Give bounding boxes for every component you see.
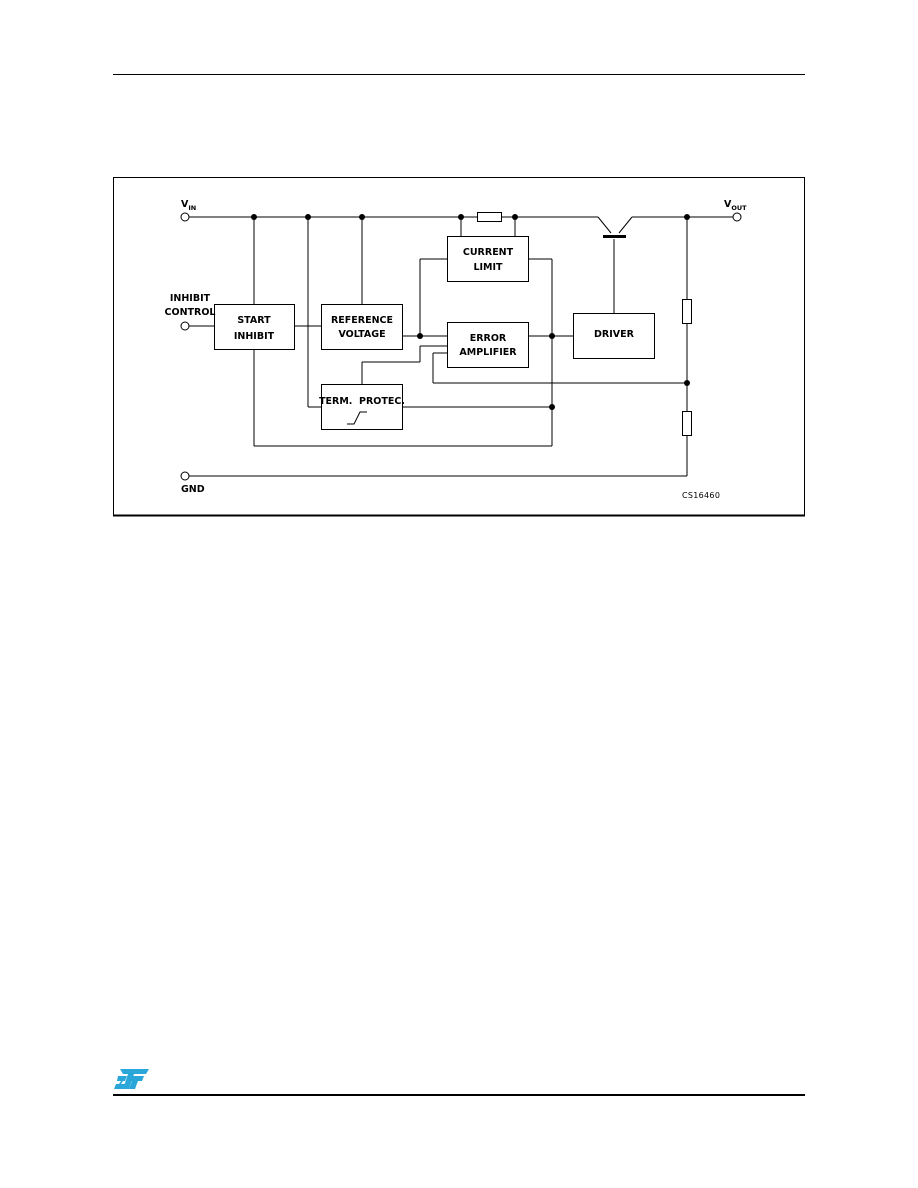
reference-voltage-label-2: VOLTAGE <box>338 329 385 340</box>
block-error-amplifier <box>447 322 529 368</box>
terminal-vin <box>180 212 190 222</box>
term-protec-label: TERM. PROTEC. <box>319 396 405 407</box>
figure-code: CS16460 <box>682 491 720 500</box>
wires <box>189 216 733 477</box>
block-start-inhibit <box>214 304 295 350</box>
block-current-limit <box>447 236 529 282</box>
terminal-gnd <box>180 471 190 481</box>
label-vout: VOUT <box>724 199 747 212</box>
terminal-vout <box>732 212 742 222</box>
error-amplifier-label-2: AMPLIFIER <box>459 347 517 358</box>
label-inhibit-2: CONTROL <box>165 307 216 318</box>
st-logo-icon <box>114 1069 149 1089</box>
hysteresis-icon <box>347 411 367 425</box>
block-term-protec <box>321 384 403 430</box>
start-inhibit-label-2: INHIBIT <box>234 331 275 342</box>
footer-rule <box>113 1094 805 1096</box>
label-vin: VIN <box>181 199 196 212</box>
label-inhibit-1: INHIBIT <box>170 293 211 304</box>
label-gnd: GND <box>181 484 205 495</box>
start-inhibit-label-1: START <box>237 315 271 326</box>
divider-resistor-top <box>682 299 692 324</box>
sense-resistor <box>477 212 502 222</box>
current-limit-label-1: CURRENT <box>463 247 514 258</box>
reference-voltage-label-1: REFERENCE <box>331 315 393 326</box>
terminal-inhibit <box>180 321 190 331</box>
block-driver <box>573 313 655 359</box>
header-rule <box>113 74 805 75</box>
junctions <box>251 214 690 410</box>
error-amplifier-label-1: ERROR <box>470 333 507 344</box>
block-reference-voltage <box>321 304 403 350</box>
driver-label: DRIVER <box>594 329 635 340</box>
divider-resistor-bottom <box>682 411 692 436</box>
current-limit-label-2: LIMIT <box>473 262 503 273</box>
